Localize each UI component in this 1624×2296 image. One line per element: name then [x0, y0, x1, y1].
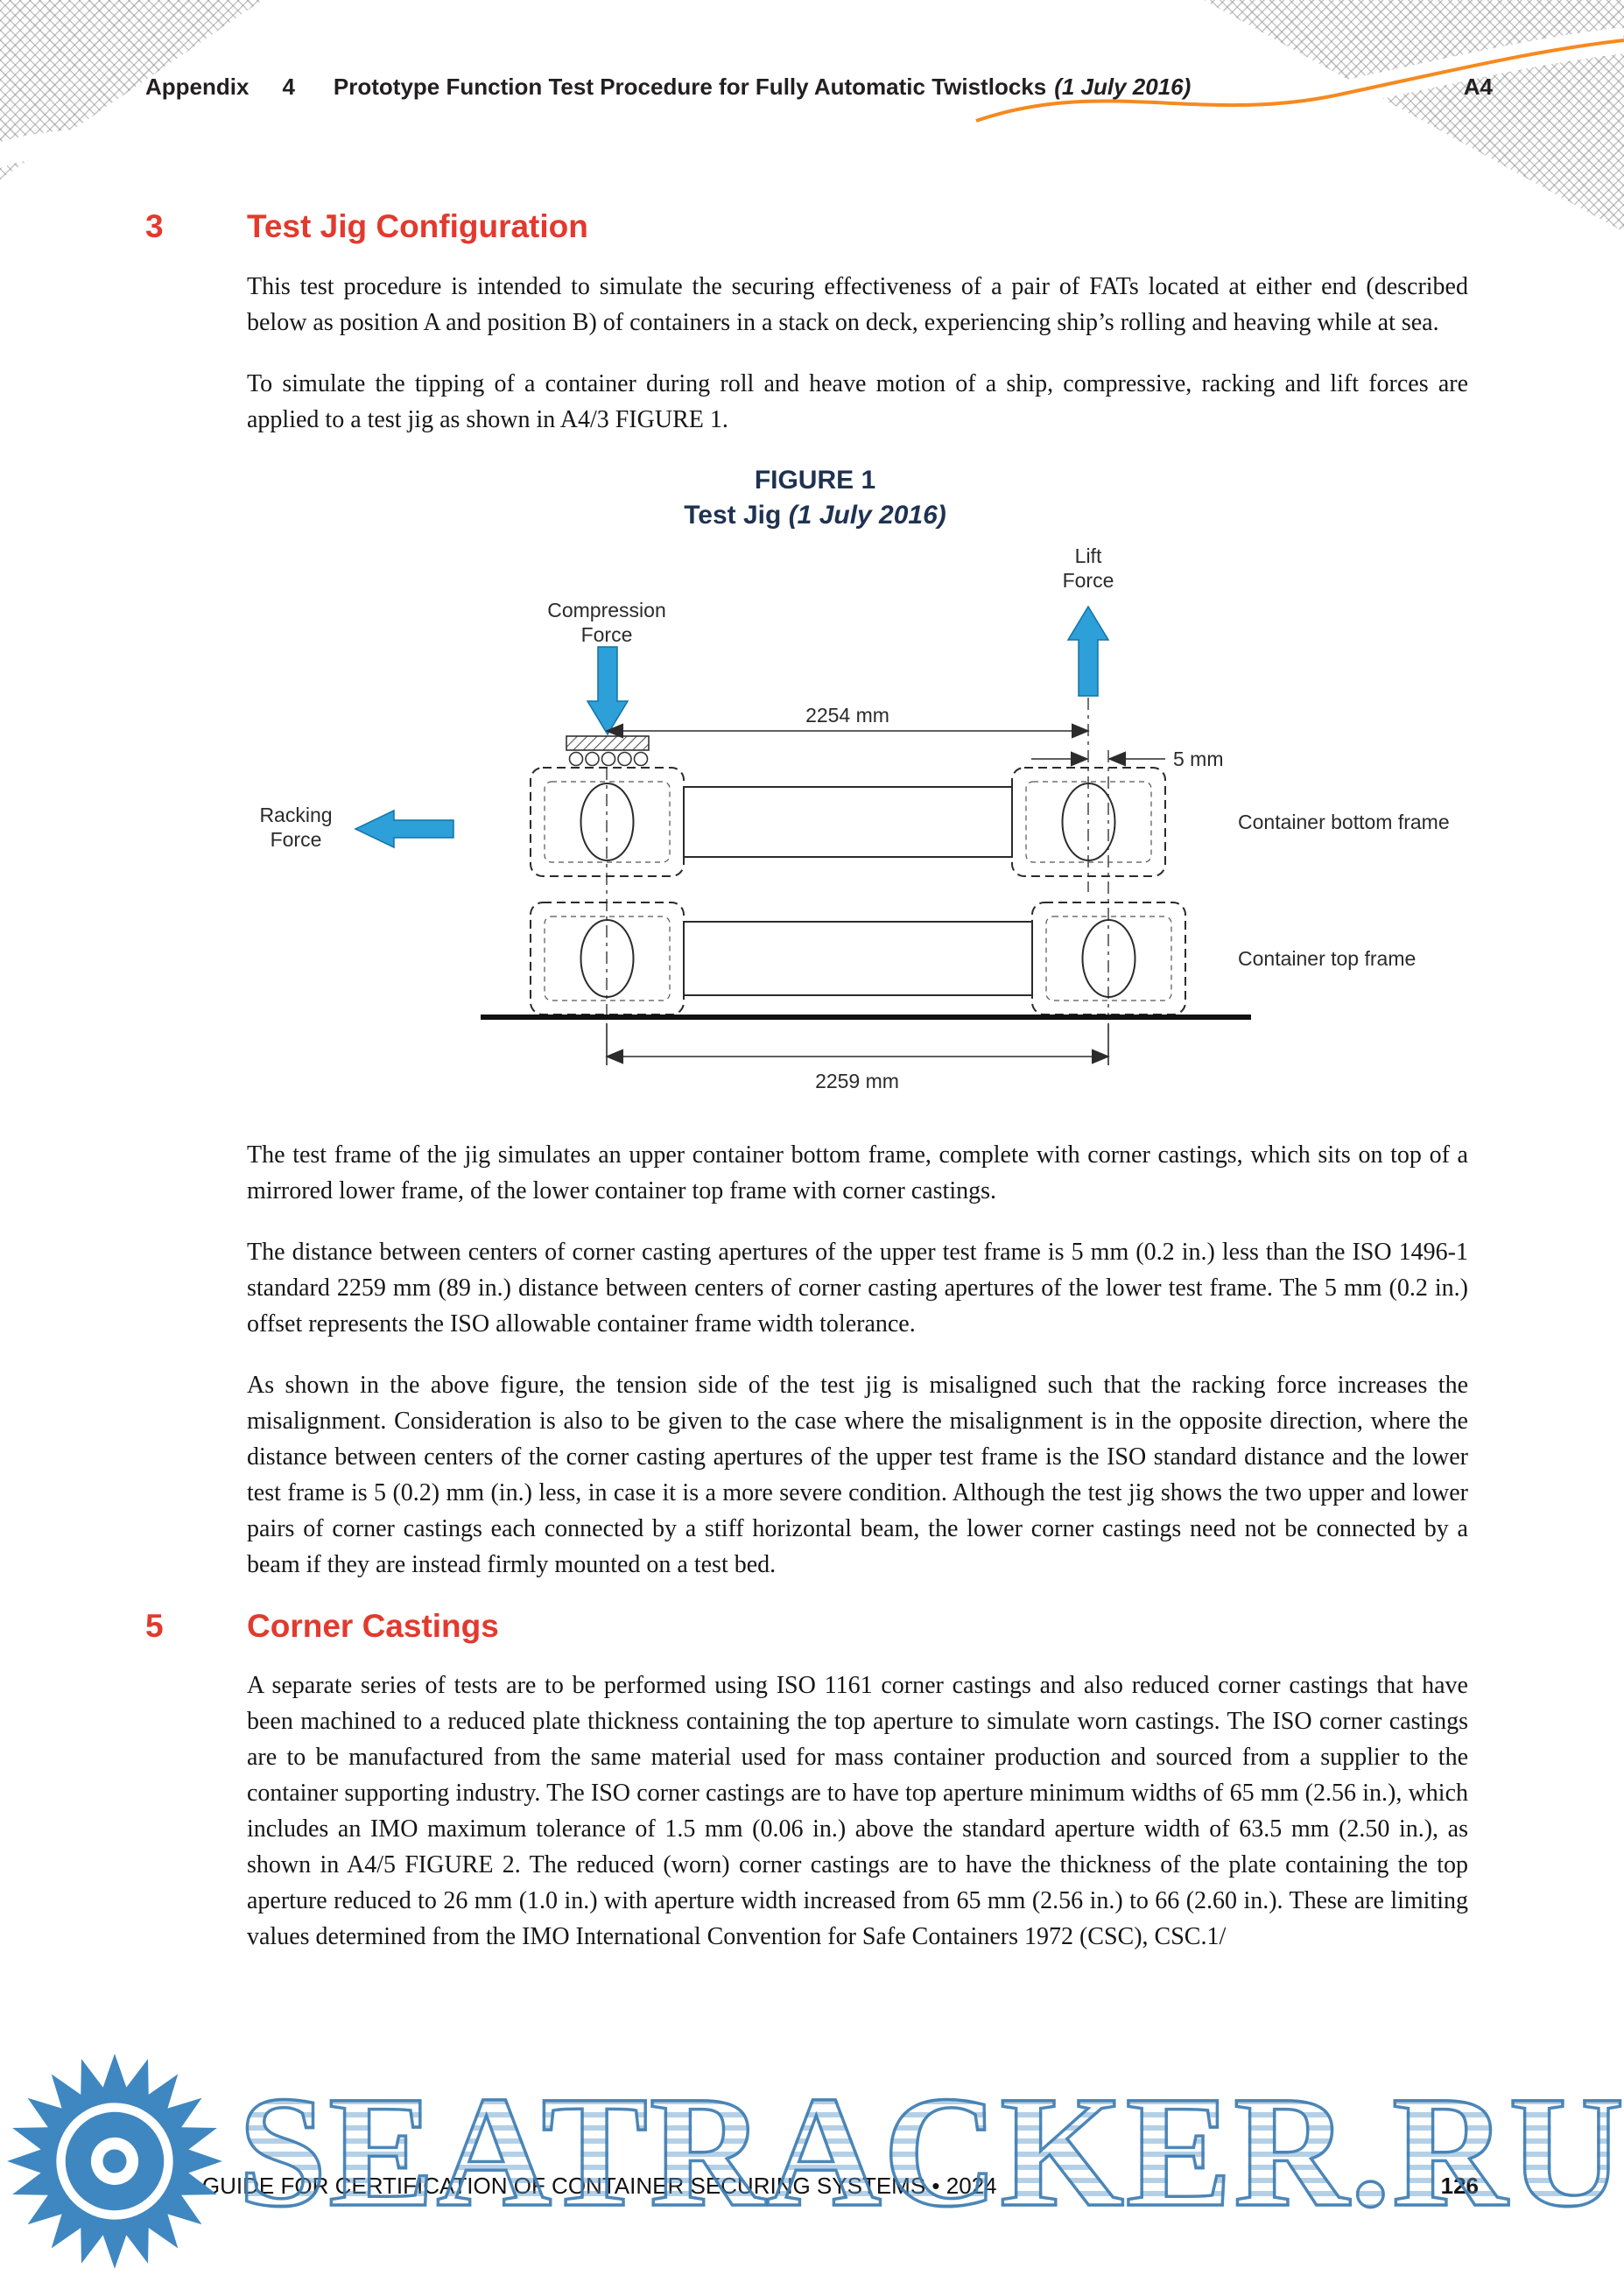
svg-text:5 mm: 5 mm — [1173, 748, 1224, 770]
section-3-paragraph-2: To simulate the tipping of a container d… — [247, 369, 1468, 433]
section-5-heading: 5 Corner Castings — [145, 1608, 1485, 1646]
after-figure-paragraph-3: As shown in the above figure, the tensio… — [247, 1371, 1468, 1578]
footer-text: GUIDE FOR CERTIFICATION OF CONTAINER SEC… — [201, 2173, 997, 2199]
figure-1-caption-line1: FIGURE 1 — [754, 465, 876, 495]
svg-text:Force: Force — [1063, 569, 1114, 592]
appendix-label: Appendix — [145, 74, 250, 100]
label-container-bottom-frame: Container bottom frame — [1238, 811, 1450, 833]
header-corner-tag: A4 — [1463, 74, 1493, 100]
figure-1-caption-date: (1 July 2016) — [788, 500, 946, 530]
svg-text:Lift: Lift — [1075, 544, 1102, 567]
header-title-date: (1 July 2016) — [1054, 74, 1192, 100]
svg-text:Racking: Racking — [259, 804, 332, 826]
after-figure-paragraph-2: The distance between centers of corner c… — [247, 1238, 1468, 1338]
lower-test-frame — [530, 901, 1186, 1015]
page-content: 3 Test Jig Configuration This test proce… — [145, 208, 1485, 1980]
dimension-2259: 2259 mm — [605, 1022, 1110, 1092]
section-5-number: 5 — [145, 1607, 164, 1644]
section-5-paragraph-1: A separate series of tests are to be per… — [247, 1672, 1468, 1951]
upper-test-frame — [530, 766, 1166, 877]
figure-1-diagram: Lift Force Compression Force Racking For… — [259, 544, 1450, 1092]
figure-1-caption-title: Test Jig — [684, 500, 789, 530]
figure-1-caption-line2: Test Jig (1 July 2016) — [145, 498, 1485, 533]
corner-hatch-right-decoration — [1204, 0, 1624, 232]
dimension-5mm: 5 mm — [1031, 748, 1224, 770]
lower-beam — [683, 920, 1033, 996]
svg-text:Compression: Compression — [547, 599, 666, 621]
section-3-paragraph-1: This test procedure is intended to simul… — [247, 272, 1468, 336]
dimension-2254: 2254 mm — [605, 704, 1090, 739]
compression-force-label: Compression Force — [547, 599, 666, 646]
upper-beam — [683, 785, 1013, 858]
upper-left-aperture — [580, 782, 635, 861]
racking-force-arrow-icon — [354, 809, 454, 848]
lift-force-arrow-icon — [1066, 605, 1110, 697]
label-container-top-frame: Container top frame — [1238, 947, 1416, 970]
section-3-heading: 3 Test Jig Configuration — [145, 208, 1485, 246]
racking-force-label: Racking Force — [259, 804, 332, 851]
after-figure-paragraph-1: The test frame of the jig simulates an u… — [247, 1141, 1468, 1204]
watermark-text: SEATRACKER.RU — [236, 2064, 1624, 2240]
header-title: Prototype Function Test Procedure for Fu… — [333, 74, 1047, 100]
section-5-title: Corner Castings — [247, 1607, 499, 1644]
page-footer: ABS GUIDE FOR CERTIFICATION OF CONTAINER… — [145, 2173, 1479, 2200]
roller-bearing-block — [566, 734, 650, 766]
upper-right-aperture — [1061, 782, 1116, 861]
compression-force-arrow-icon — [586, 645, 629, 735]
svg-text:2254 mm: 2254 mm — [805, 704, 889, 727]
page-header: Appendix 4 Prototype Function Test Proce… — [145, 74, 1493, 101]
lift-force-label: Lift Force — [1063, 544, 1114, 592]
lower-right-aperture — [1081, 918, 1136, 998]
footer-page-number: 126 — [1440, 2173, 1479, 2199]
lower-left-aperture — [580, 918, 635, 998]
svg-text:Force: Force — [581, 623, 633, 646]
figure-1-caption: FIGURE 1 Test Jig (1 July 2016) — [145, 463, 1485, 533]
svg-text:2259 mm: 2259 mm — [815, 1070, 899, 1092]
section-3-title: Test Jig Configuration — [247, 208, 588, 244]
appendix-number: 4 — [282, 74, 295, 100]
svg-text:Force: Force — [271, 828, 322, 851]
section-3-number: 3 — [145, 208, 164, 244]
sun-icon — [7, 2054, 222, 2269]
